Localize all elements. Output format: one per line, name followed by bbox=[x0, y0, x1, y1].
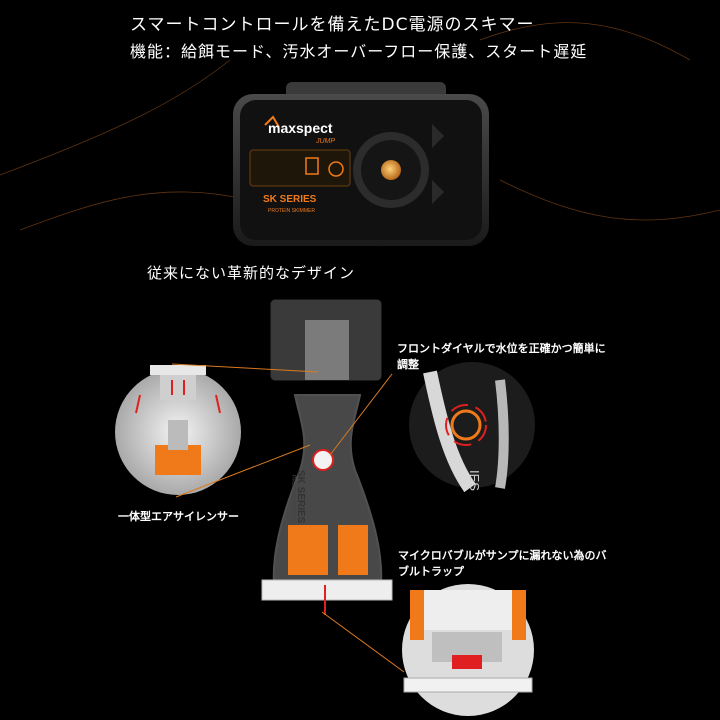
skimmer-body bbox=[261, 299, 393, 615]
heading-line-1: スマートコントロールを備えたDC電源のスキマー bbox=[130, 15, 535, 35]
annotation-bubble-trap: マイクロバブルがサンプに漏れない為のバブルトラップ bbox=[398, 549, 607, 578]
annotation-dial: フロントダイヤルで水位を正確かつ簡単に調整 bbox=[397, 342, 606, 371]
controller-sub: JUMP bbox=[316, 138, 336, 145]
svg-text:IES: IES bbox=[467, 470, 482, 491]
controller-series-sub: PROTEIN SKIMMER bbox=[268, 208, 315, 214]
annotation-air-silencer: 一体型エアサイレンサー bbox=[118, 510, 239, 523]
controller-brand: maxspect bbox=[268, 120, 333, 136]
controller-device bbox=[233, 82, 489, 246]
controller-series: SK SERIES bbox=[263, 194, 317, 205]
detail-circle-left bbox=[115, 365, 241, 495]
background-swirls bbox=[0, 22, 720, 231]
callout-lines bbox=[171, 363, 405, 673]
detail-circle-bottom bbox=[402, 584, 534, 716]
heading-line-2: 機能：給餌モード、汚水オーバーフロー保護、スタート遅延 bbox=[130, 42, 588, 61]
heading-line-3: 従来にない革新的なデザイン bbox=[147, 264, 356, 282]
skimmer-series: SK SERIES bbox=[295, 470, 306, 524]
detail-circle-dial: IES bbox=[409, 362, 535, 493]
skimmer-series-sub: PROTEIN SKIMMER bbox=[290, 475, 296, 522]
